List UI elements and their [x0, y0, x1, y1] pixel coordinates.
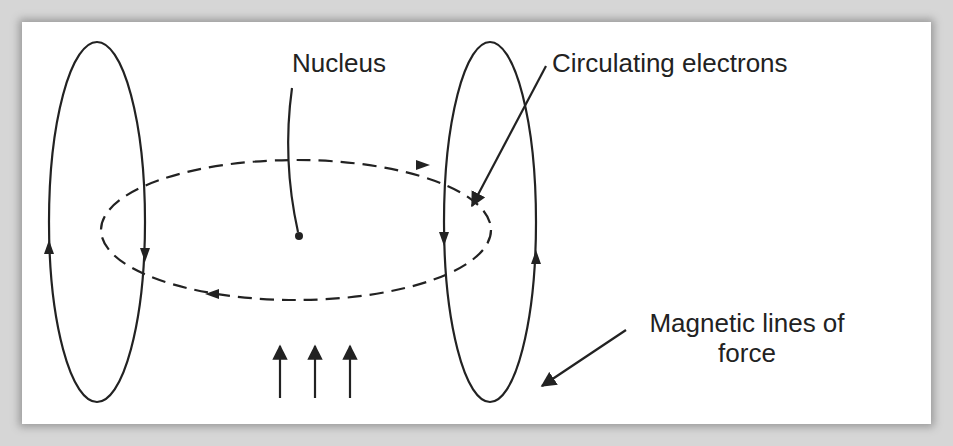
electron-orbit: [101, 160, 491, 300]
arrowhead: [44, 240, 54, 254]
arrowhead: [416, 160, 430, 170]
field-loop: [49, 42, 145, 402]
arrowhead: [439, 232, 449, 246]
field-arrow: [349, 346, 351, 398]
field-arrow: [279, 346, 281, 398]
nucleus-dot: [295, 232, 303, 240]
arrowhead: [531, 250, 541, 264]
field-arrow: [314, 346, 316, 398]
callout-label: Nucleus: [292, 48, 492, 78]
callout-label: Magnetic lines of force: [632, 308, 862, 368]
leader-line: [542, 330, 626, 386]
background-panel: [22, 22, 931, 424]
callout-label: Circulating electrons: [552, 48, 932, 78]
leader-line: [288, 88, 298, 232]
arrowhead: [205, 289, 219, 299]
leader-line: [472, 66, 546, 206]
arrowhead: [140, 248, 150, 262]
